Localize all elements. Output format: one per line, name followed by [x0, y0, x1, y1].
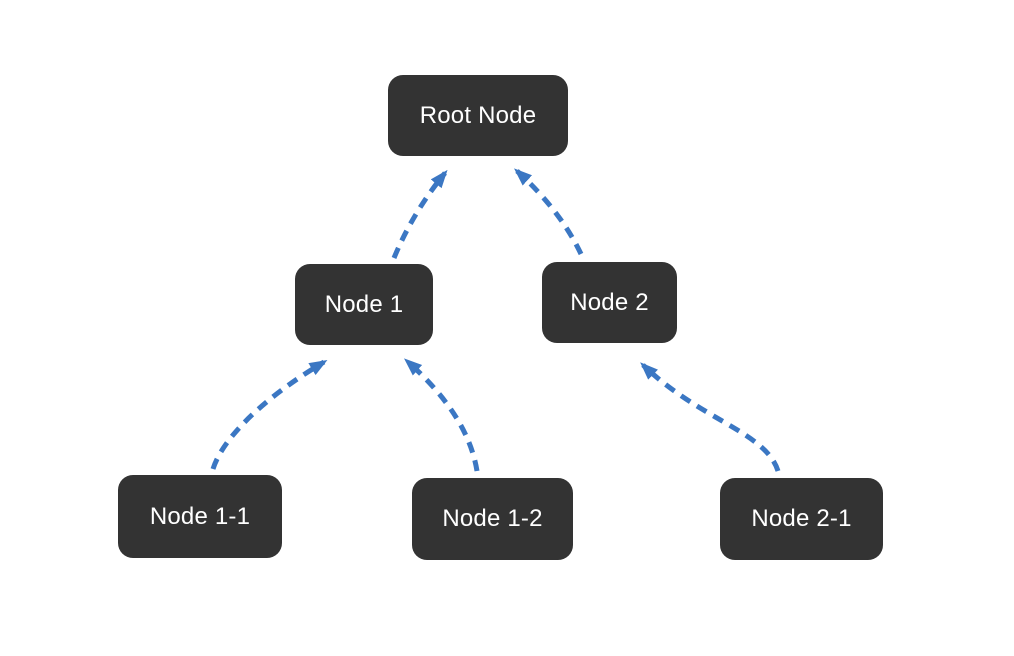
node-2-1-label: Node 2-1 [751, 505, 852, 532]
node-1-2: Node 1-2 [412, 478, 573, 560]
edge-node2-to-root [514, 168, 584, 256]
edge-node2-1-to-node2 [640, 362, 781, 472]
edge-node1-1-to-node1 [210, 359, 328, 470]
node-2-label: Node 2 [570, 288, 649, 316]
edge-node1-to-root [391, 169, 448, 259]
node-2: Node 2 [542, 262, 677, 343]
edge-node1-2-to-node1 [404, 358, 480, 472]
node-1-1-label: Node 1-1 [149, 502, 251, 530]
node-1: Node 1 [295, 264, 433, 345]
node-root: Root Node [388, 75, 568, 156]
node-1-2-label: Node 1-2 [442, 505, 543, 532]
node-root-label: Root Node [419, 101, 537, 129]
node-1-1: Node 1-1 [118, 475, 282, 558]
node-1-label: Node 1 [324, 290, 404, 318]
node-2-1: Node 2-1 [720, 478, 883, 560]
